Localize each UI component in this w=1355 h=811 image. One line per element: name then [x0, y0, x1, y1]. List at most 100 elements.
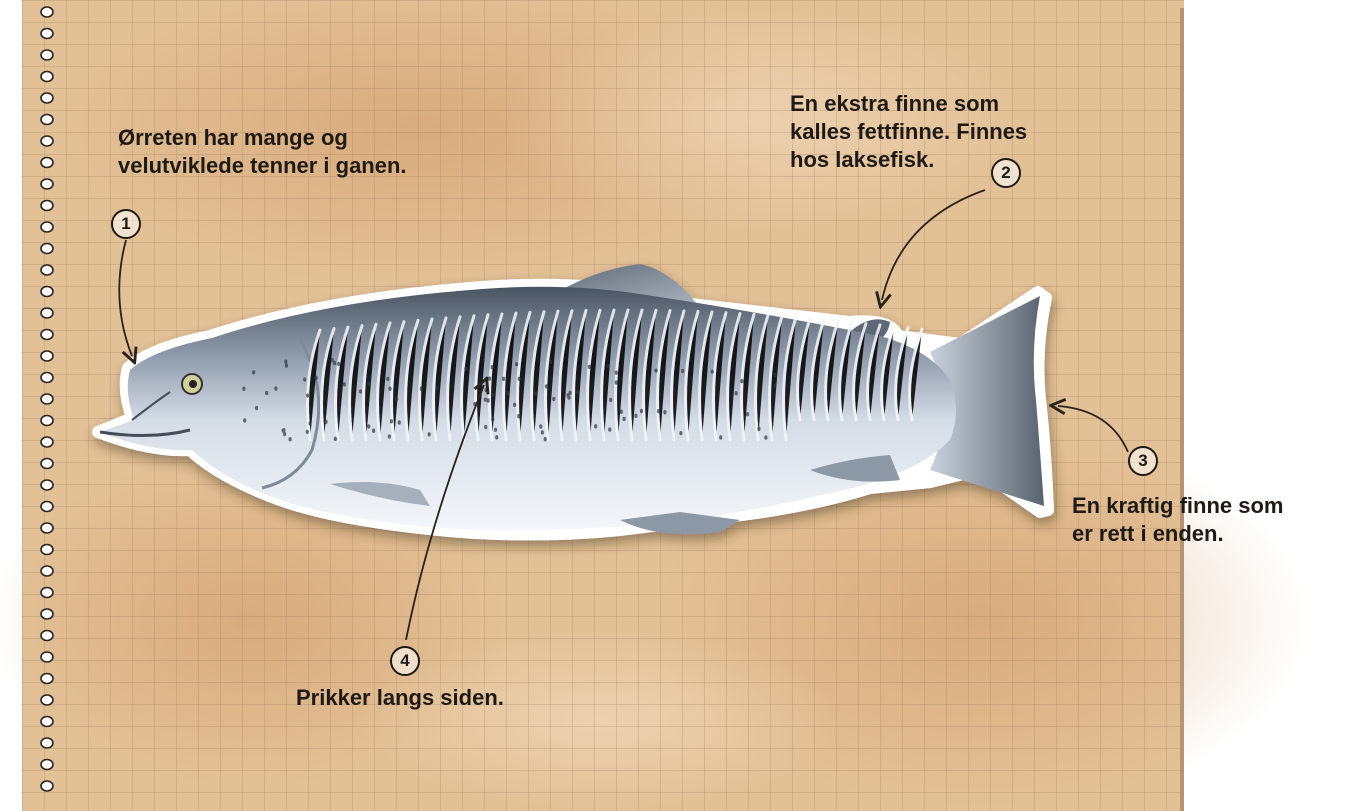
fish-spot: [390, 419, 393, 423]
fish-spot: [588, 365, 591, 369]
binding-hole: [41, 738, 53, 748]
fish-spot: [306, 393, 309, 397]
binding-hole: [41, 308, 53, 318]
fish-spot: [663, 410, 666, 414]
fish-spot: [735, 391, 738, 395]
fish-spot: [620, 410, 623, 414]
binding-hole: [41, 244, 53, 254]
binding-hole: [41, 265, 53, 275]
fish-spot: [334, 437, 337, 441]
fish-spot: [502, 377, 505, 381]
binding-hole: [41, 136, 53, 146]
fish-spot: [487, 398, 490, 402]
binding-hole: [41, 695, 53, 705]
fish-spot: [634, 414, 637, 418]
fish-spot: [284, 359, 287, 363]
binding-hole: [41, 222, 53, 232]
fish-spot: [681, 369, 684, 373]
binding-hole: [41, 566, 53, 576]
fish-spot: [615, 370, 618, 374]
fish-spot: [285, 363, 288, 367]
fish-spot: [774, 373, 777, 377]
fish-spot: [388, 387, 391, 391]
fish-spot: [255, 406, 258, 410]
binding-hole: [41, 717, 53, 727]
callout-number-3: 3: [1128, 446, 1158, 476]
binding-hole: [41, 781, 53, 791]
fish-spot: [773, 384, 776, 388]
binding-hole: [41, 545, 53, 555]
binding-hole: [41, 480, 53, 490]
fish-spot: [609, 398, 612, 402]
binding-hole: [41, 437, 53, 447]
fish-spot: [308, 421, 311, 425]
annotation-teeth: Ørreten har mange og velutviklede tenner…: [118, 124, 407, 180]
annotation-tail-fin: En kraftig finne som er rett i enden.: [1072, 492, 1283, 548]
binding-hole: [41, 351, 53, 361]
binding-hole: [41, 50, 53, 60]
fish-spot: [757, 427, 760, 431]
binding-hole: [41, 674, 53, 684]
fish-spot: [506, 391, 509, 395]
fish-spot: [282, 428, 285, 432]
fish-spot: [740, 379, 743, 383]
fish-spot: [435, 386, 438, 390]
fish-spot: [488, 376, 491, 380]
fish-spot: [359, 389, 362, 393]
fish-spot: [545, 384, 548, 388]
binding-hole: [41, 631, 53, 641]
fish-spot: [485, 388, 488, 392]
binding-hole: [41, 29, 53, 39]
fish-spot: [549, 360, 552, 364]
fish-spot: [719, 435, 722, 439]
fish-spot: [567, 395, 570, 399]
binding-hole: [41, 373, 53, 383]
fish-spot: [288, 437, 291, 441]
fish-spot: [594, 424, 597, 428]
binding-hole: [41, 158, 53, 168]
fish-spot: [657, 409, 660, 413]
binding-hole: [41, 330, 53, 340]
fish-spot: [552, 397, 555, 401]
binding-hole: [41, 459, 53, 469]
fish-spot: [495, 435, 498, 439]
binding-hole: [41, 394, 53, 404]
fish-spot: [315, 376, 318, 380]
binding-hole: [41, 287, 53, 297]
fish-spot: [428, 432, 431, 436]
annotation-spots: Prikker langs siden.: [296, 684, 504, 712]
fish-spot: [337, 362, 340, 366]
binding-hole: [41, 523, 53, 533]
fish-spot: [372, 429, 375, 433]
fish-spot: [420, 386, 423, 390]
fish-spot: [306, 430, 309, 434]
fish-spot: [764, 435, 767, 439]
callout-number-4: 4: [390, 646, 420, 676]
fish-spot: [607, 364, 610, 368]
binding-hole: [41, 502, 53, 512]
fish-spot: [388, 434, 391, 438]
binding-hole: [41, 201, 53, 211]
fish-spot: [303, 377, 306, 381]
callout-number-1: 1: [111, 209, 141, 239]
annotation-adipose-fin: En ekstra finne som kalles fettfinne. Fi…: [790, 90, 1027, 174]
fish-spot: [484, 397, 487, 401]
fish-spot: [623, 417, 626, 421]
binding-hole: [41, 179, 53, 189]
fish-spot: [515, 362, 518, 366]
fish-spot: [494, 428, 497, 432]
fish-spot: [484, 425, 487, 429]
fish-spot: [539, 424, 542, 428]
fish-spot: [491, 393, 494, 397]
binding-hole: [41, 72, 53, 82]
binding-hole: [41, 760, 53, 770]
binding-hole: [41, 93, 53, 103]
fish-spot: [324, 420, 327, 424]
fish-spot: [491, 365, 494, 369]
fish-spot: [491, 417, 494, 421]
fish-spot: [242, 387, 245, 391]
fish-spot: [608, 427, 611, 431]
fish-spot: [615, 380, 618, 384]
binding-hole: [41, 652, 53, 662]
fish-spot: [746, 412, 749, 416]
